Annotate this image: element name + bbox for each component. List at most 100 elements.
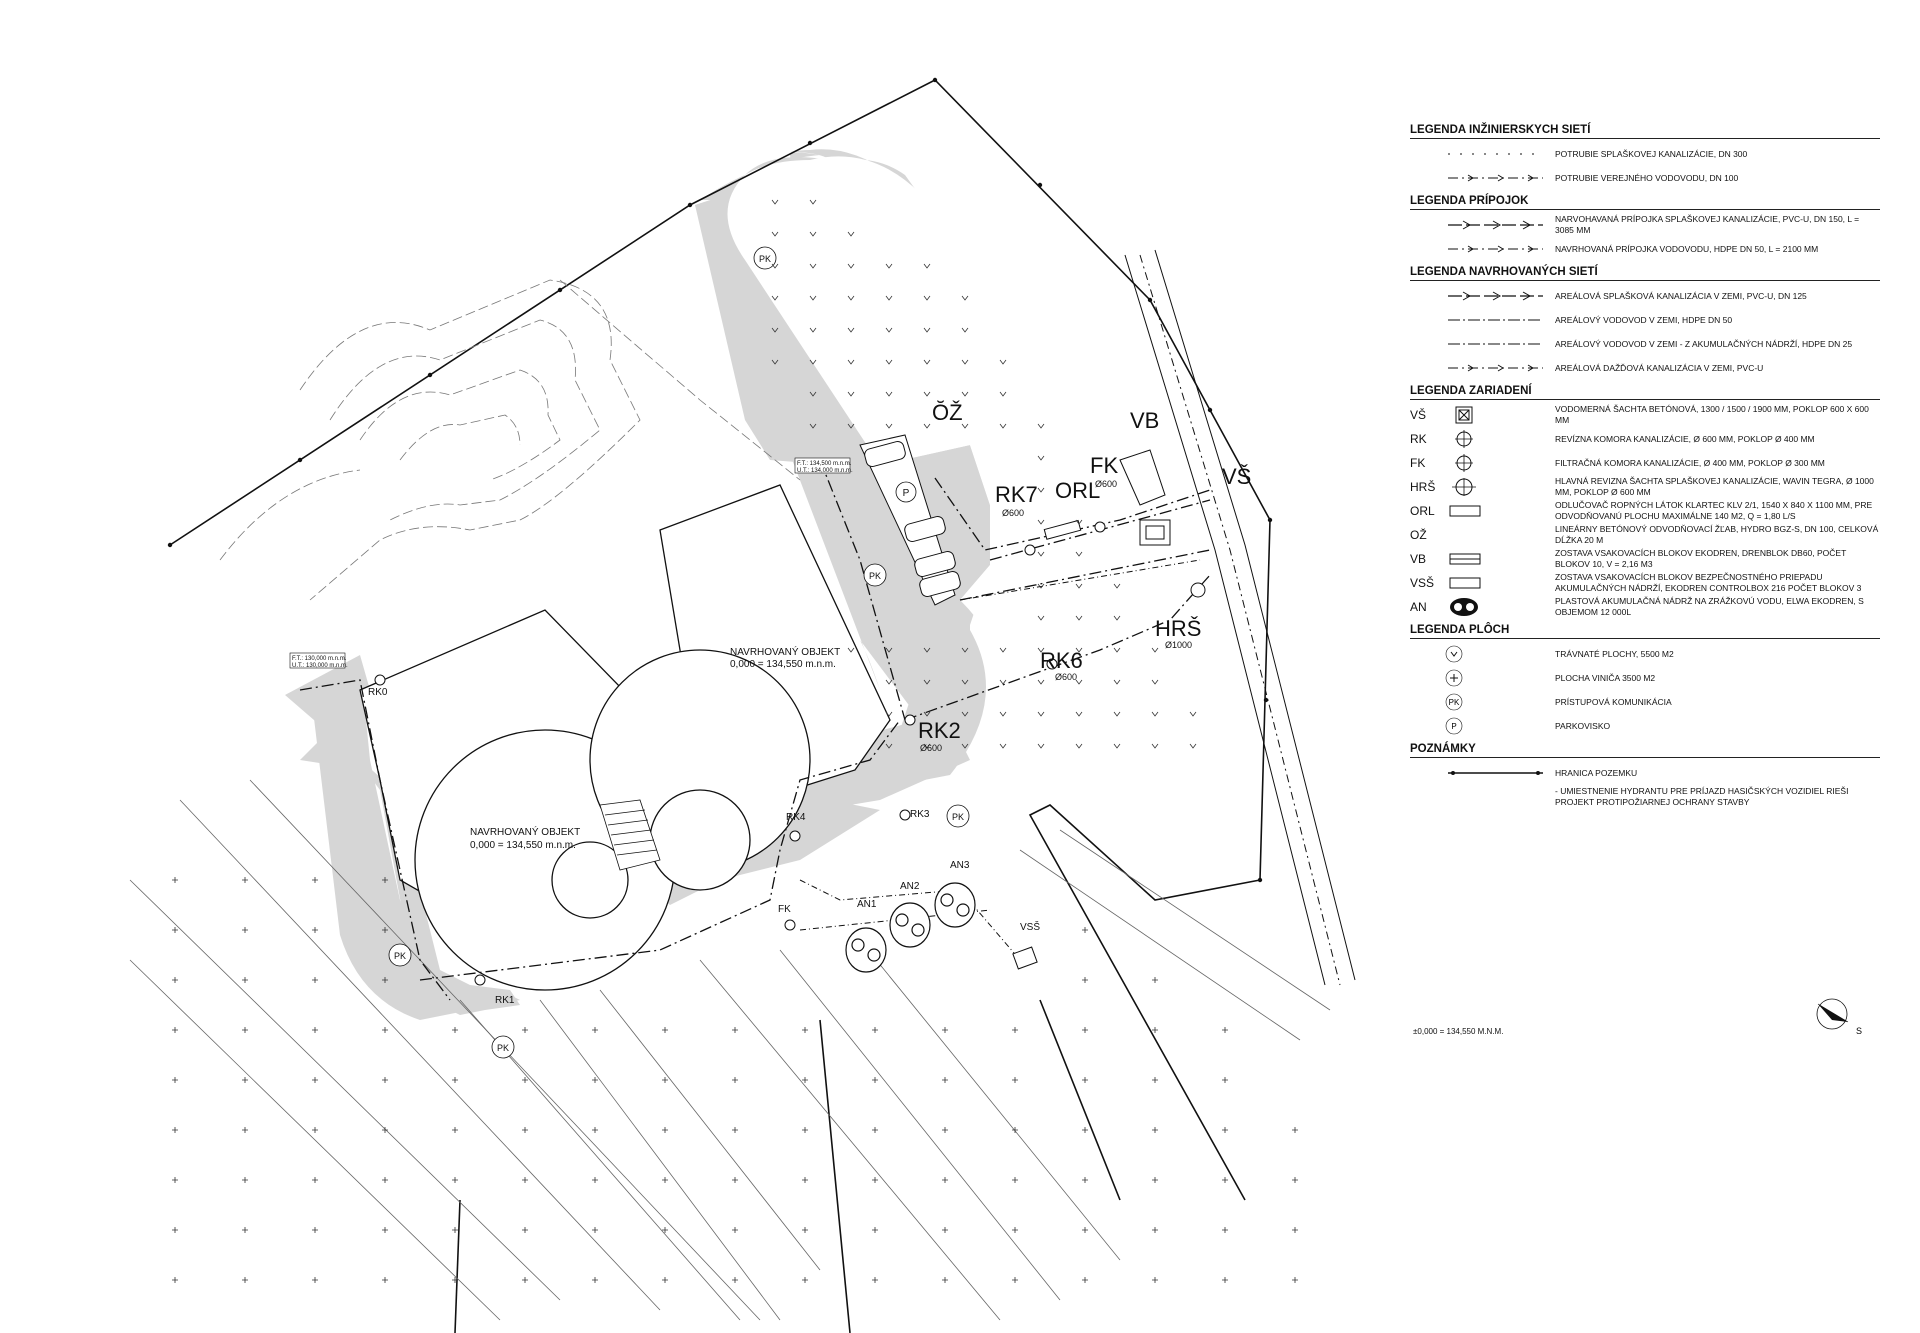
dash-arrow-icon [1448, 174, 1543, 182]
grass-mark [923, 679, 931, 685]
legend-symbol: HRŠ [1410, 478, 1555, 496]
grass-mark [847, 231, 855, 237]
legend-symbol: P [1410, 717, 1555, 735]
grass-mark [1037, 519, 1045, 525]
grass-mark [999, 679, 1007, 685]
legend-item: AREÁLOVÁ SPLAŠKOVÁ KANALIZÁCIA V ZEMI, P… [1410, 285, 1880, 307]
grass-mark [1037, 455, 1045, 461]
grass-mark [1113, 647, 1121, 653]
vine-mark [1222, 1127, 1228, 1133]
pk-label: PK [497, 1043, 509, 1053]
grass-mark [923, 423, 931, 429]
rect-lines-icon [1449, 553, 1481, 565]
legend-symbol: RK [1410, 430, 1555, 448]
circle-cross-big-icon [1452, 478, 1476, 496]
box-x-icon [1455, 406, 1473, 424]
legend-symbol [1410, 359, 1555, 377]
grass-mark [1075, 519, 1083, 525]
vine-mark [872, 1077, 878, 1083]
label-parking: P [903, 488, 910, 499]
vine-mark [1082, 1027, 1088, 1033]
vine-mark [242, 977, 248, 983]
rect-icon [1449, 577, 1481, 589]
grass-mark [1037, 711, 1045, 717]
vine-mark [592, 1177, 598, 1183]
vine-mark [1222, 1227, 1228, 1233]
vine-mark [662, 1077, 668, 1083]
vine-mark [1152, 1127, 1158, 1133]
vine-mark [522, 1027, 528, 1033]
vine-mark [1292, 1227, 1298, 1233]
legend-symbol: VB [1410, 550, 1555, 568]
label-rk6: RK6 [1040, 648, 1083, 673]
grass-mark [923, 743, 931, 749]
grass-mark [1113, 679, 1121, 685]
legend-item: - UMIESTNENIE HYDRANTU PRE PRÍJAZD HASIČ… [1410, 786, 1880, 808]
grass-mark [999, 423, 1007, 429]
devices [374, 449, 1206, 986]
vine-mark [522, 1077, 528, 1083]
vine-mark [312, 1027, 318, 1033]
vine-mark [1222, 1077, 1228, 1083]
label-rk2-dim: Ø600 [920, 743, 942, 753]
legend-text: AREÁLOVÁ DAŽĎOVÁ KANALIZÁCIA V ZEMI, PVC… [1555, 362, 1764, 373]
vine-mark [1082, 1277, 1088, 1283]
grass-mark [885, 423, 893, 429]
grass-area [727, 156, 1250, 790]
label-rk3: RK3 [910, 809, 930, 820]
vine-mark [312, 1127, 318, 1133]
vine-mark [802, 1177, 808, 1183]
vine-mark [662, 1027, 668, 1033]
dash-arrow-icon [1448, 245, 1543, 253]
grass-mark [809, 391, 817, 397]
vine-mark [522, 1277, 528, 1283]
vine-mark [312, 1077, 318, 1083]
vine-mark [1222, 1027, 1228, 1033]
vine-mark [872, 1227, 878, 1233]
grass-mark [885, 647, 893, 653]
grass-mark [847, 327, 855, 333]
c-p-icon: P [1445, 717, 1463, 735]
grass-mark [923, 711, 931, 717]
vine-mark [242, 1227, 248, 1233]
vine-mark [172, 1127, 178, 1133]
grass-mark [1037, 487, 1045, 493]
grass-mark [885, 391, 893, 397]
grass-mark [999, 743, 1007, 749]
none-icon [1448, 788, 1548, 806]
vine-mark [942, 1227, 948, 1233]
vine-mark [732, 1177, 738, 1183]
grass-mark [961, 647, 969, 653]
vine-mark [1292, 1127, 1298, 1133]
label-an1: AN1 [857, 899, 877, 910]
tank-icon [1450, 598, 1478, 616]
legend-text: AREÁLOVÝ VODOVOD V ZEMI, HDPE DN 50 [1555, 314, 1733, 325]
grass-mark [961, 391, 969, 397]
legend-section-title: POZNÁMKY [1410, 743, 1880, 758]
grass-mark [885, 679, 893, 685]
grass-mark [961, 679, 969, 685]
grass-mark [885, 359, 893, 365]
label-hrs-dim: Ø1000 [1165, 640, 1192, 650]
north-arrow-icon: S [1816, 998, 1862, 1036]
vine-mark [1222, 1177, 1228, 1183]
legend-symbol: PK [1410, 693, 1555, 711]
vine-mark [592, 1027, 598, 1033]
vine-mark [172, 927, 178, 933]
grass-mark [809, 327, 817, 333]
building-1-name: NAVRHOVANÝ OBJEKT [470, 825, 580, 838]
vine-mark [172, 1077, 178, 1083]
grass-mark [1075, 711, 1083, 717]
grass-mark [1151, 679, 1159, 685]
grass-mark [771, 231, 779, 237]
vine-mark [312, 1177, 318, 1183]
vine-mark [172, 1027, 178, 1033]
legend-text: - UMIESTNENIE HYDRANTU PRE PRÍJAZD HASIČ… [1555, 786, 1849, 807]
vine-mark [872, 1127, 878, 1133]
vine-mark [382, 1127, 388, 1133]
vine-mark [452, 1277, 458, 1283]
